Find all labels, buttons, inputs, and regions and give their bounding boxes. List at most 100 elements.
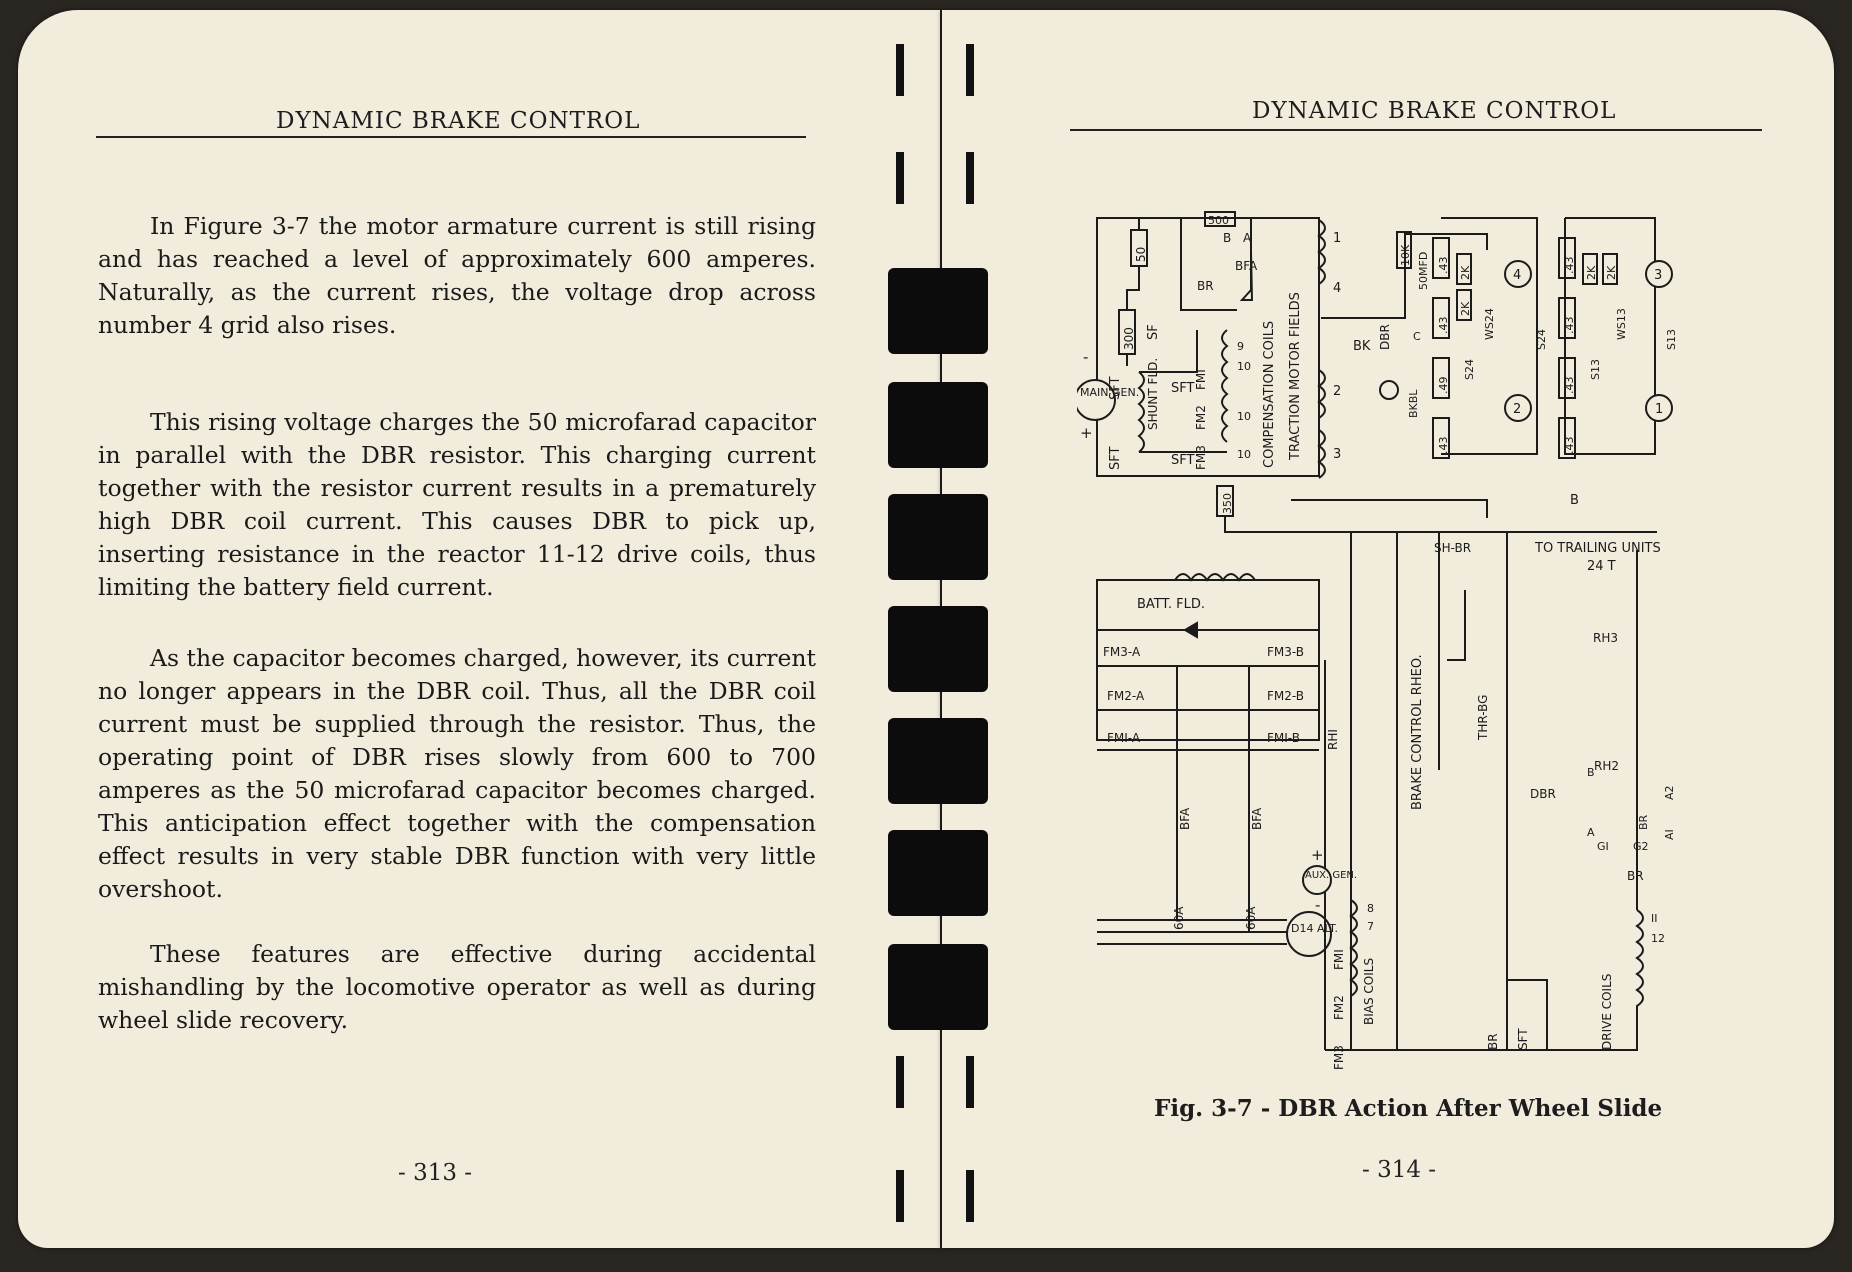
- battery-field-coil: [1174, 573, 1256, 582]
- br-upper-label: BR: [1197, 279, 1214, 293]
- resistor-43-7: [1558, 417, 1576, 459]
- left-header-rule: [96, 136, 806, 138]
- resistor-43-6: [1558, 357, 1576, 399]
- bfa-left-label: BFA: [1178, 807, 1192, 830]
- r43-2-label: .43: [1437, 317, 1450, 335]
- r43-4-label: .43: [1563, 257, 1576, 275]
- r43-7-label: .43: [1563, 437, 1576, 455]
- d14-alt-label: D14 ALT.: [1291, 922, 1338, 935]
- paragraph-3: As the capacitor becomes charged, howeve…: [98, 644, 816, 903]
- resistor-50-label: 50: [1134, 247, 1148, 262]
- shunt-fld-label: SHUNT FLD.: [1146, 358, 1160, 430]
- resistor-10k: [1396, 231, 1412, 269]
- drive-coils-label: DRIVE COILS: [1600, 974, 1614, 1050]
- fm3-label: FM3: [1194, 445, 1208, 470]
- dbr-contact-label: DBR: [1530, 787, 1556, 801]
- resistor-2k-2: [1456, 289, 1472, 321]
- right-header-rule: [1070, 129, 1762, 131]
- right-page-header: DYNAMIC BRAKE CONTROL: [1252, 98, 1617, 124]
- bfa-label: BFA: [1235, 259, 1258, 273]
- batt-fld-label: BATT. FLD.: [1137, 597, 1205, 612]
- dbr-b-label: B: [1587, 766, 1595, 779]
- shunt-field-coil: [1137, 371, 1145, 453]
- traction-motor-fields-coil: [1317, 219, 1326, 479]
- fm3-a-label: FM3-A: [1103, 645, 1141, 659]
- motor-3-label: 3: [1333, 447, 1341, 462]
- r2k-3-label: 2K: [1585, 265, 1598, 280]
- left-page-number: - 313 -: [398, 1160, 473, 1186]
- rh1-label: RHI: [1326, 729, 1340, 750]
- traction-motor-fields-label: TRACTION MOTOR FIELDS: [1288, 292, 1303, 461]
- bias-7-a: 7: [1367, 920, 1374, 933]
- bfa-b-label: B: [1223, 231, 1231, 245]
- resistor-2k-1: [1456, 253, 1472, 285]
- n10-b: 10: [1237, 410, 1251, 423]
- a2-label: A2: [1663, 785, 1676, 800]
- binding-ring: [888, 382, 988, 468]
- binding-tab: [966, 44, 974, 96]
- left-page-header: DYNAMIC BRAKE CONTROL: [276, 108, 641, 134]
- br-contact-label: BR: [1637, 814, 1650, 830]
- bk-label: BK: [1353, 339, 1371, 354]
- binding-tab: [896, 1056, 904, 1108]
- s13-coil-label: S13: [1589, 359, 1602, 380]
- bfa-a-label: A: [1243, 231, 1252, 245]
- r43-5-label: .43: [1563, 317, 1576, 335]
- thr-bg-label: THR-BG: [1476, 695, 1490, 741]
- fm-compensation-coils: [1221, 329, 1229, 443]
- resistor-2k-3: [1582, 253, 1598, 285]
- br-drive-label: BR: [1627, 869, 1644, 883]
- fm1-a-label: FMI-A: [1107, 731, 1141, 745]
- dbr-a-label: A: [1587, 826, 1595, 839]
- sft-middle-label: SFT: [1171, 381, 1195, 396]
- bias-fm2-label: FM2: [1332, 995, 1346, 1020]
- dbr-schematic: MAIN GEN. + - 50 300 SF SFT SFT SHUNT FL…: [1077, 211, 1678, 1070]
- sft-bottom-right-label: SFT: [1516, 1028, 1530, 1050]
- fm2-a-label: FM2-A: [1107, 689, 1145, 703]
- motor-1-circle-label: 1: [1655, 402, 1663, 417]
- r2k-2-label: 2K: [1459, 301, 1472, 316]
- motor-3-circle: [1645, 260, 1673, 288]
- motor-2-label: 2: [1333, 384, 1341, 399]
- resistor-10k-label: 10K: [1399, 244, 1412, 266]
- motor-2-circle-label: 2: [1513, 402, 1521, 417]
- resistor-43-3: [1432, 417, 1450, 459]
- fm1-label: FMI: [1194, 369, 1208, 390]
- bias-fm3-label: FM3: [1332, 1045, 1346, 1070]
- binding-tab: [966, 152, 974, 204]
- drive-coils: [1325, 909, 1644, 1051]
- drive-12-label: 12: [1651, 932, 1665, 945]
- capacitor-50mfd-label: 50MFD: [1417, 252, 1430, 290]
- bkbl-symbol: [1379, 380, 1399, 400]
- sf-label: SF: [1146, 324, 1161, 340]
- paragraph-2: This rising voltage charges the 50 micro…: [98, 408, 816, 601]
- paragraph-1: In Figure 3-7 the motor armature current…: [98, 212, 816, 339]
- aux-gen-symbol: [1302, 865, 1332, 895]
- sft-lower-label: SFT: [1108, 446, 1123, 470]
- d14-alt-symbol: [1286, 911, 1332, 957]
- motor-4-label: 4: [1333, 281, 1341, 296]
- right-page: DYNAMIC BRAKE CONTROL MAIN GEN. + - 50 3…: [942, 10, 1834, 1248]
- bias-coils: [1349, 899, 1358, 997]
- binding-ring: [888, 494, 988, 580]
- rh3-label: RH3: [1593, 631, 1618, 645]
- bias-8-a: 8: [1367, 902, 1374, 915]
- resistor-350-label: 350: [1221, 493, 1234, 514]
- binding-tab: [966, 1056, 974, 1108]
- bfa-right-label: BFA: [1250, 807, 1264, 830]
- fuse-60a-left: 60A: [1172, 906, 1186, 930]
- fm3-b-label: FM3-B: [1267, 645, 1304, 659]
- resistor-43-5: [1558, 297, 1576, 339]
- sh-br-label: SH-BR: [1434, 541, 1471, 555]
- ws13-label: WS13: [1615, 308, 1628, 340]
- c-label: C: [1413, 330, 1421, 343]
- binding-tab: [896, 44, 904, 96]
- rh2-label: RH2: [1594, 759, 1619, 773]
- binding-ring: [888, 944, 988, 1030]
- s13-label: S13: [1665, 329, 1678, 350]
- r43-3-label: .43: [1437, 437, 1450, 455]
- binding-ring: [888, 268, 988, 354]
- fm2-label: FM2: [1194, 405, 1208, 430]
- 24t-label: 24 T: [1587, 559, 1616, 574]
- g2-label: G2: [1633, 840, 1649, 853]
